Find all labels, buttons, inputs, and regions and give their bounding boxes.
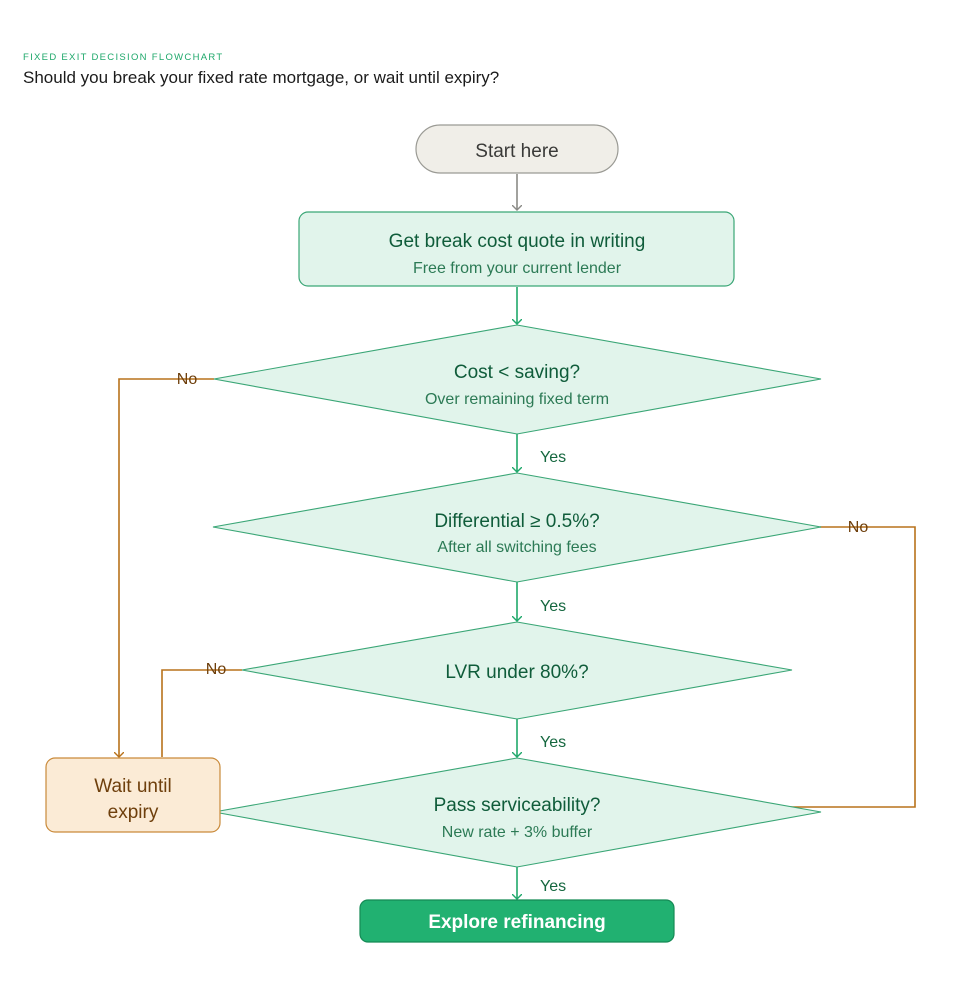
edge-differential-no-loop: [790, 526, 916, 808]
differential-subtitle: After all switching fees: [437, 539, 596, 556]
serviceability-decision: Pass serviceability? New rate + 3% buffe…: [213, 757, 822, 868]
start-node: Start here: [415, 124, 619, 174]
wait-label-line2: expiry: [108, 802, 159, 823]
yes-label-serviceability: Yes: [540, 878, 566, 895]
wait-label-line1: Wait until: [94, 776, 171, 797]
quote-title: Get break cost quote in writing: [389, 231, 646, 252]
serviceability-subtitle: New rate + 3% buffer: [442, 824, 593, 841]
differential-decision: Differential ≥ 0.5%? After all switching…: [212, 472, 822, 583]
quote-subtitle: Free from your current lender: [413, 260, 622, 277]
chart-eyebrow-title: FIXED EXIT DECISION FLOWCHART: [23, 52, 224, 63]
cost-title: Cost < saving?: [454, 362, 580, 383]
no-label-cost: No: [177, 371, 198, 388]
chart-subtitle: Should you break your fixed rate mortgag…: [23, 68, 500, 87]
connectors: [119, 174, 916, 899]
lvr-title: LVR under 80%?: [445, 662, 588, 683]
cost-subtitle: Over remaining fixed term: [425, 391, 609, 408]
cost-decision: Cost < saving? Over remaining fixed term: [213, 324, 822, 435]
edge-labels: Yes Yes Yes Yes No No No: [177, 371, 869, 895]
quote-node: Get break cost quote in writing Free fro…: [298, 211, 735, 287]
edge-cost-no-to-wait: [119, 378, 214, 757]
start-label: Start here: [475, 141, 558, 162]
lvr-decision: LVR under 80%?: [241, 621, 793, 720]
yes-label-differential: Yes: [540, 598, 566, 615]
wait-node: Wait until expiry: [45, 757, 221, 833]
edge-lvr-no-to-wait: [161, 669, 242, 757]
no-label-differential: No: [848, 519, 869, 536]
no-label-lvr: No: [206, 661, 227, 678]
yes-label-lvr: Yes: [540, 734, 566, 751]
serviceability-title: Pass serviceability?: [434, 795, 601, 816]
yes-label-cost: Yes: [540, 449, 566, 466]
explore-label: Explore refinancing: [428, 912, 605, 933]
explore-node: Explore refinancing: [359, 899, 675, 943]
differential-title: Differential ≥ 0.5%?: [434, 511, 599, 532]
